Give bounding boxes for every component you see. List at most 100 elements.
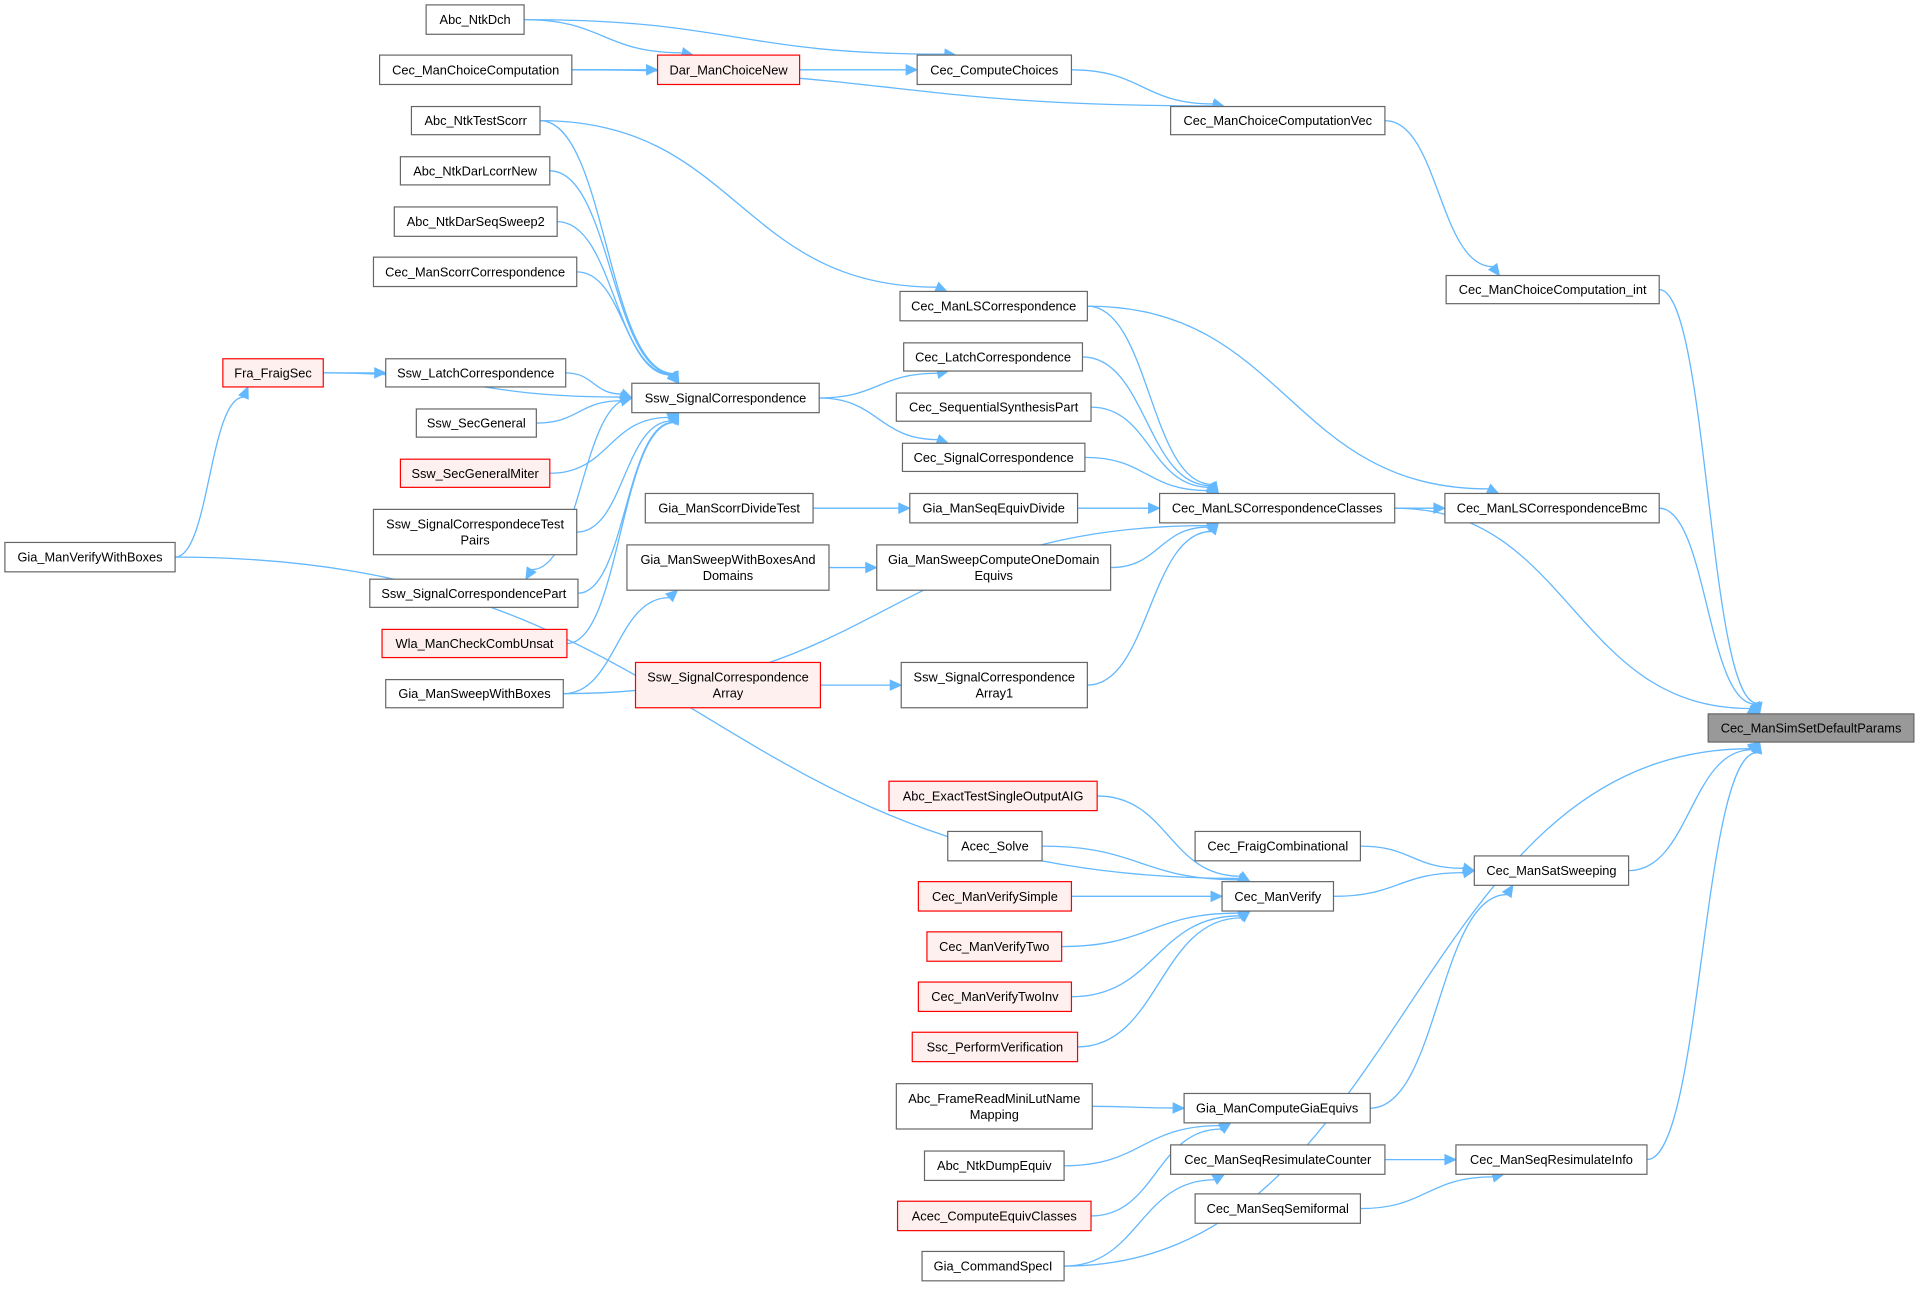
node-box <box>1707 713 1915 743</box>
graph-node-dar-manchoicenew[interactable]: Dar_ManChoiceNew <box>656 54 801 86</box>
arrowhead-icon <box>1751 740 1763 755</box>
graph-node-wla-mancheckcombunsat[interactable]: Wla_ManCheckCombUnsat <box>381 628 568 659</box>
graph-node-acec-computeequivclasses[interactable]: Acec_ComputeEquivClasses <box>896 1200 1092 1232</box>
graph-node-cec-manverifytwoinv[interactable]: Cec_ManVerifyTwoInv <box>917 981 1073 1013</box>
graph-node-cec-manverify[interactable]: Cec_ManVerify <box>1221 881 1335 912</box>
edge-n39-to-n41 <box>1333 871 1464 897</box>
node-label: Cec_ManVerifyTwo <box>939 939 1049 954</box>
graph-node-ssw-secgeneral[interactable]: Ssw_SecGeneral <box>415 408 537 438</box>
graph-node-gia-manverifywithboxes[interactable]: Gia_ManVerifyWithBoxes <box>4 541 176 573</box>
node-box <box>1445 274 1660 305</box>
node-box <box>381 628 568 659</box>
graph-node-cec-fraigcombinational[interactable]: Cec_FraigCombinational <box>1194 830 1362 862</box>
graph-node-cec-latchcorrespondence[interactable]: Cec_LatchCorrespondence <box>903 342 1084 372</box>
graph-node-cec-mansimsetdefaultparams[interactable]: Cec_ManSimSetDefaultParams <box>1707 713 1915 743</box>
node-label: Ssw_SignalCorrespondencePart <box>381 586 566 601</box>
graph-node-abc-ntkdch[interactable]: Abc_NtkDch <box>425 4 525 35</box>
arrowhead-icon <box>374 367 387 379</box>
graph-node-cec-manseqsemiformal[interactable]: Cec_ManSeqSemiformal <box>1194 1193 1362 1224</box>
node-label: Domains <box>703 568 754 583</box>
edge-n44-to-n46 <box>1091 1128 1222 1217</box>
graph-node-cec-manverifytwo[interactable]: Cec_ManVerifyTwo <box>926 931 1063 962</box>
node-label: Cec_ManVerifySimple <box>932 889 1058 904</box>
graph-node-cec-mansatsweeping[interactable]: Cec_ManSatSweeping <box>1473 855 1630 886</box>
node-box <box>626 544 830 591</box>
graph-node-cec-manverifysimple[interactable]: Cec_ManVerifySimple <box>917 881 1073 912</box>
node-box <box>656 54 801 86</box>
nodes-layer: Cec_ManSimSetDefaultParams Abc_NtkDchCec_… <box>4 4 1915 1282</box>
graph-node-gia-mancomputegiaequivs[interactable]: Gia_ManComputeGiaEquivs <box>1183 1092 1371 1124</box>
node-label: Gia_ManComputeGiaEquivs <box>1196 1101 1358 1116</box>
graph-node-cec-computechoices[interactable]: Cec_ComputeChoices <box>916 54 1073 86</box>
arrowhead-icon <box>646 64 659 76</box>
node-label: Cec_SequentialSynthesisPart <box>909 400 1079 415</box>
arrowhead-icon <box>1206 521 1220 536</box>
edge-n37-to-n39 <box>1071 915 1240 998</box>
node-box <box>926 931 1063 962</box>
edge-n36-to-n39 <box>1061 912 1240 948</box>
node-label: Array <box>713 686 744 701</box>
arrowhead-icon <box>238 385 249 400</box>
graph-node-cec-signalcorrespondence[interactable]: Cec_SignalCorrespondence <box>901 442 1086 473</box>
node-label: Cec_ManSeqResimulateInfo <box>1470 1152 1633 1167</box>
node-label: Ssw_SignalCorrespondence <box>914 670 1075 685</box>
graph-node-cec-manlscorrespondencebmc[interactable]: Cec_ManLSCorrespondenceBmc <box>1444 492 1660 524</box>
graph-node-ssw-latchcorrespondence[interactable]: Ssw_LatchCorrespondence <box>385 358 567 388</box>
arrowhead-icon <box>1172 1102 1186 1114</box>
graph-node-ssc-performverification[interactable]: Ssc_PerformVerification <box>911 1031 1079 1063</box>
edge-n46-to-n41 <box>1370 893 1507 1109</box>
graph-node-ssw-signalcorrespondence[interactable]: Ssw_SignalCorrespondence <box>631 382 820 414</box>
graph-node-abc-ntkdarseqsweep2[interactable]: Abc_NtkDarSeqSweep2 <box>393 206 558 237</box>
graph-node-cec-manseqresimulatecounter[interactable]: Cec_ManSeqResimulateCounter <box>1170 1144 1386 1175</box>
edge-n20-to-n22 <box>819 372 938 399</box>
node-box <box>385 678 564 709</box>
edge-n19-to-n11 <box>175 396 244 558</box>
graph-node-cec-manseqresimulateinfo[interactable]: Cec_ManSeqResimulateInfo <box>1455 1144 1648 1175</box>
arrowhead-icon <box>1237 910 1251 923</box>
graph-node-cec-manlscorrespondence[interactable]: Cec_ManLSCorrespondence <box>899 290 1088 322</box>
node-label: Acec_Solve <box>961 839 1029 854</box>
graph-node-cec-manlscorrespondenceclasses[interactable]: Cec_ManLSCorrespondenceClasses <box>1159 492 1396 524</box>
edge-n20-to-n24 <box>819 397 938 441</box>
node-box <box>399 458 551 488</box>
graph-node-gia-manseqequivdivide[interactable]: Gia_ManSeqEquivDivide <box>909 492 1079 524</box>
graph-node-abc-exacttestsingleoutputaig[interactable]: Abc_ExactTestSingleOutputAIG <box>888 780 1098 812</box>
graph-node-cec-sequentialsynthesispart[interactable]: Cec_SequentialSynthesisPart <box>895 392 1092 422</box>
graph-node-cec-manchoicecomputation[interactable]: Cec_ManChoiceComputation <box>378 54 573 86</box>
node-box <box>901 442 1086 473</box>
graph-node-abc-ntkdumpequiv[interactable]: Abc_NtkDumpEquiv <box>923 1150 1065 1182</box>
node-box <box>631 382 820 414</box>
graph-node-ssw-secgeneralmiter[interactable]: Ssw_SecGeneralMiter <box>399 458 551 488</box>
graph-node-abc-ntktestscorr[interactable]: Abc_NtkTestScorr <box>410 105 541 136</box>
node-box <box>634 661 822 709</box>
graph-node-abc-ntkdarlcorrnew[interactable]: Abc_NtkDarLcorrNew <box>399 156 551 186</box>
graph-node-cec-manchoicecomputationvec[interactable]: Cec_ManChoiceComputationVec <box>1170 105 1386 136</box>
graph-node-gia-mansweepwithboxes[interactable]: Gia_ManSweepWithBoxes <box>385 678 564 709</box>
graph-node-acec-solve[interactable]: Acec_Solve <box>947 830 1043 862</box>
graph-node-fra-fraigsec[interactable]: Fra_FraigSec <box>222 358 324 388</box>
node-label: Cec_ManLSCorrespondence <box>911 299 1076 314</box>
edge-n5-to-n6 <box>1384 119 1493 268</box>
edge-n1-to-n4 <box>524 18 945 55</box>
graph-node-gia-commandspeci[interactable]: Gia_CommandSpecI <box>921 1250 1065 1282</box>
arrowhead-icon <box>1217 1122 1232 1135</box>
node-label: Ssw_SecGeneral <box>427 416 526 431</box>
graph-node-gia-manscorrdividetest[interactable]: Gia_ManScorrDivideTest <box>644 492 814 524</box>
edge-n6-to-n0 <box>1659 288 1758 704</box>
node-label: Dar_ManChoiceNew <box>670 62 789 77</box>
node-label: Cec_ManVerify <box>1234 889 1321 904</box>
graph-node-ssw-signalcorrespondencepart[interactable]: Ssw_SignalCorrespondencePart <box>369 578 579 608</box>
edge-n12-to-n20 <box>565 372 622 395</box>
node-label: Cec_ManChoiceComputation_int <box>1459 282 1647 297</box>
graph-node-cec-manscorrcorrespondence[interactable]: Cec_ManScorrCorrespondence <box>372 256 578 288</box>
graph-node-cec-manchoicecomputation-int[interactable]: Cec_ManChoiceComputation_int <box>1445 274 1660 305</box>
node-label: Ssw_SignalCorrespondence <box>645 390 806 405</box>
node-box <box>1170 1144 1386 1175</box>
edge-n24-to-n31 <box>1084 456 1208 492</box>
